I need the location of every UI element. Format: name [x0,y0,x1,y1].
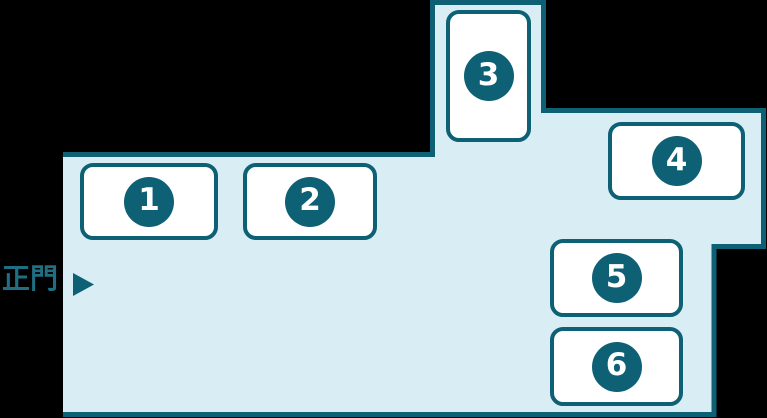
building-card-6: 6 [550,327,683,406]
building-card-1: 1 [80,163,218,240]
gate-arrow-icon [73,273,94,296]
building-card-3: 3 [446,10,531,142]
building-number-badge: 6 [591,341,642,392]
building-number-badge: 3 [463,51,514,101]
building-number-badge: 2 [285,176,335,227]
building-card-4: 4 [608,122,745,200]
building-number-badge: 1 [124,176,174,227]
building-number-badge: 4 [651,136,702,186]
building-card-5: 5 [550,239,683,317]
main-gate-label: 正門 [2,263,59,294]
map-area-outline [63,0,766,417]
building-card-2: 2 [243,163,377,240]
building-number-badge: 5 [591,253,642,303]
